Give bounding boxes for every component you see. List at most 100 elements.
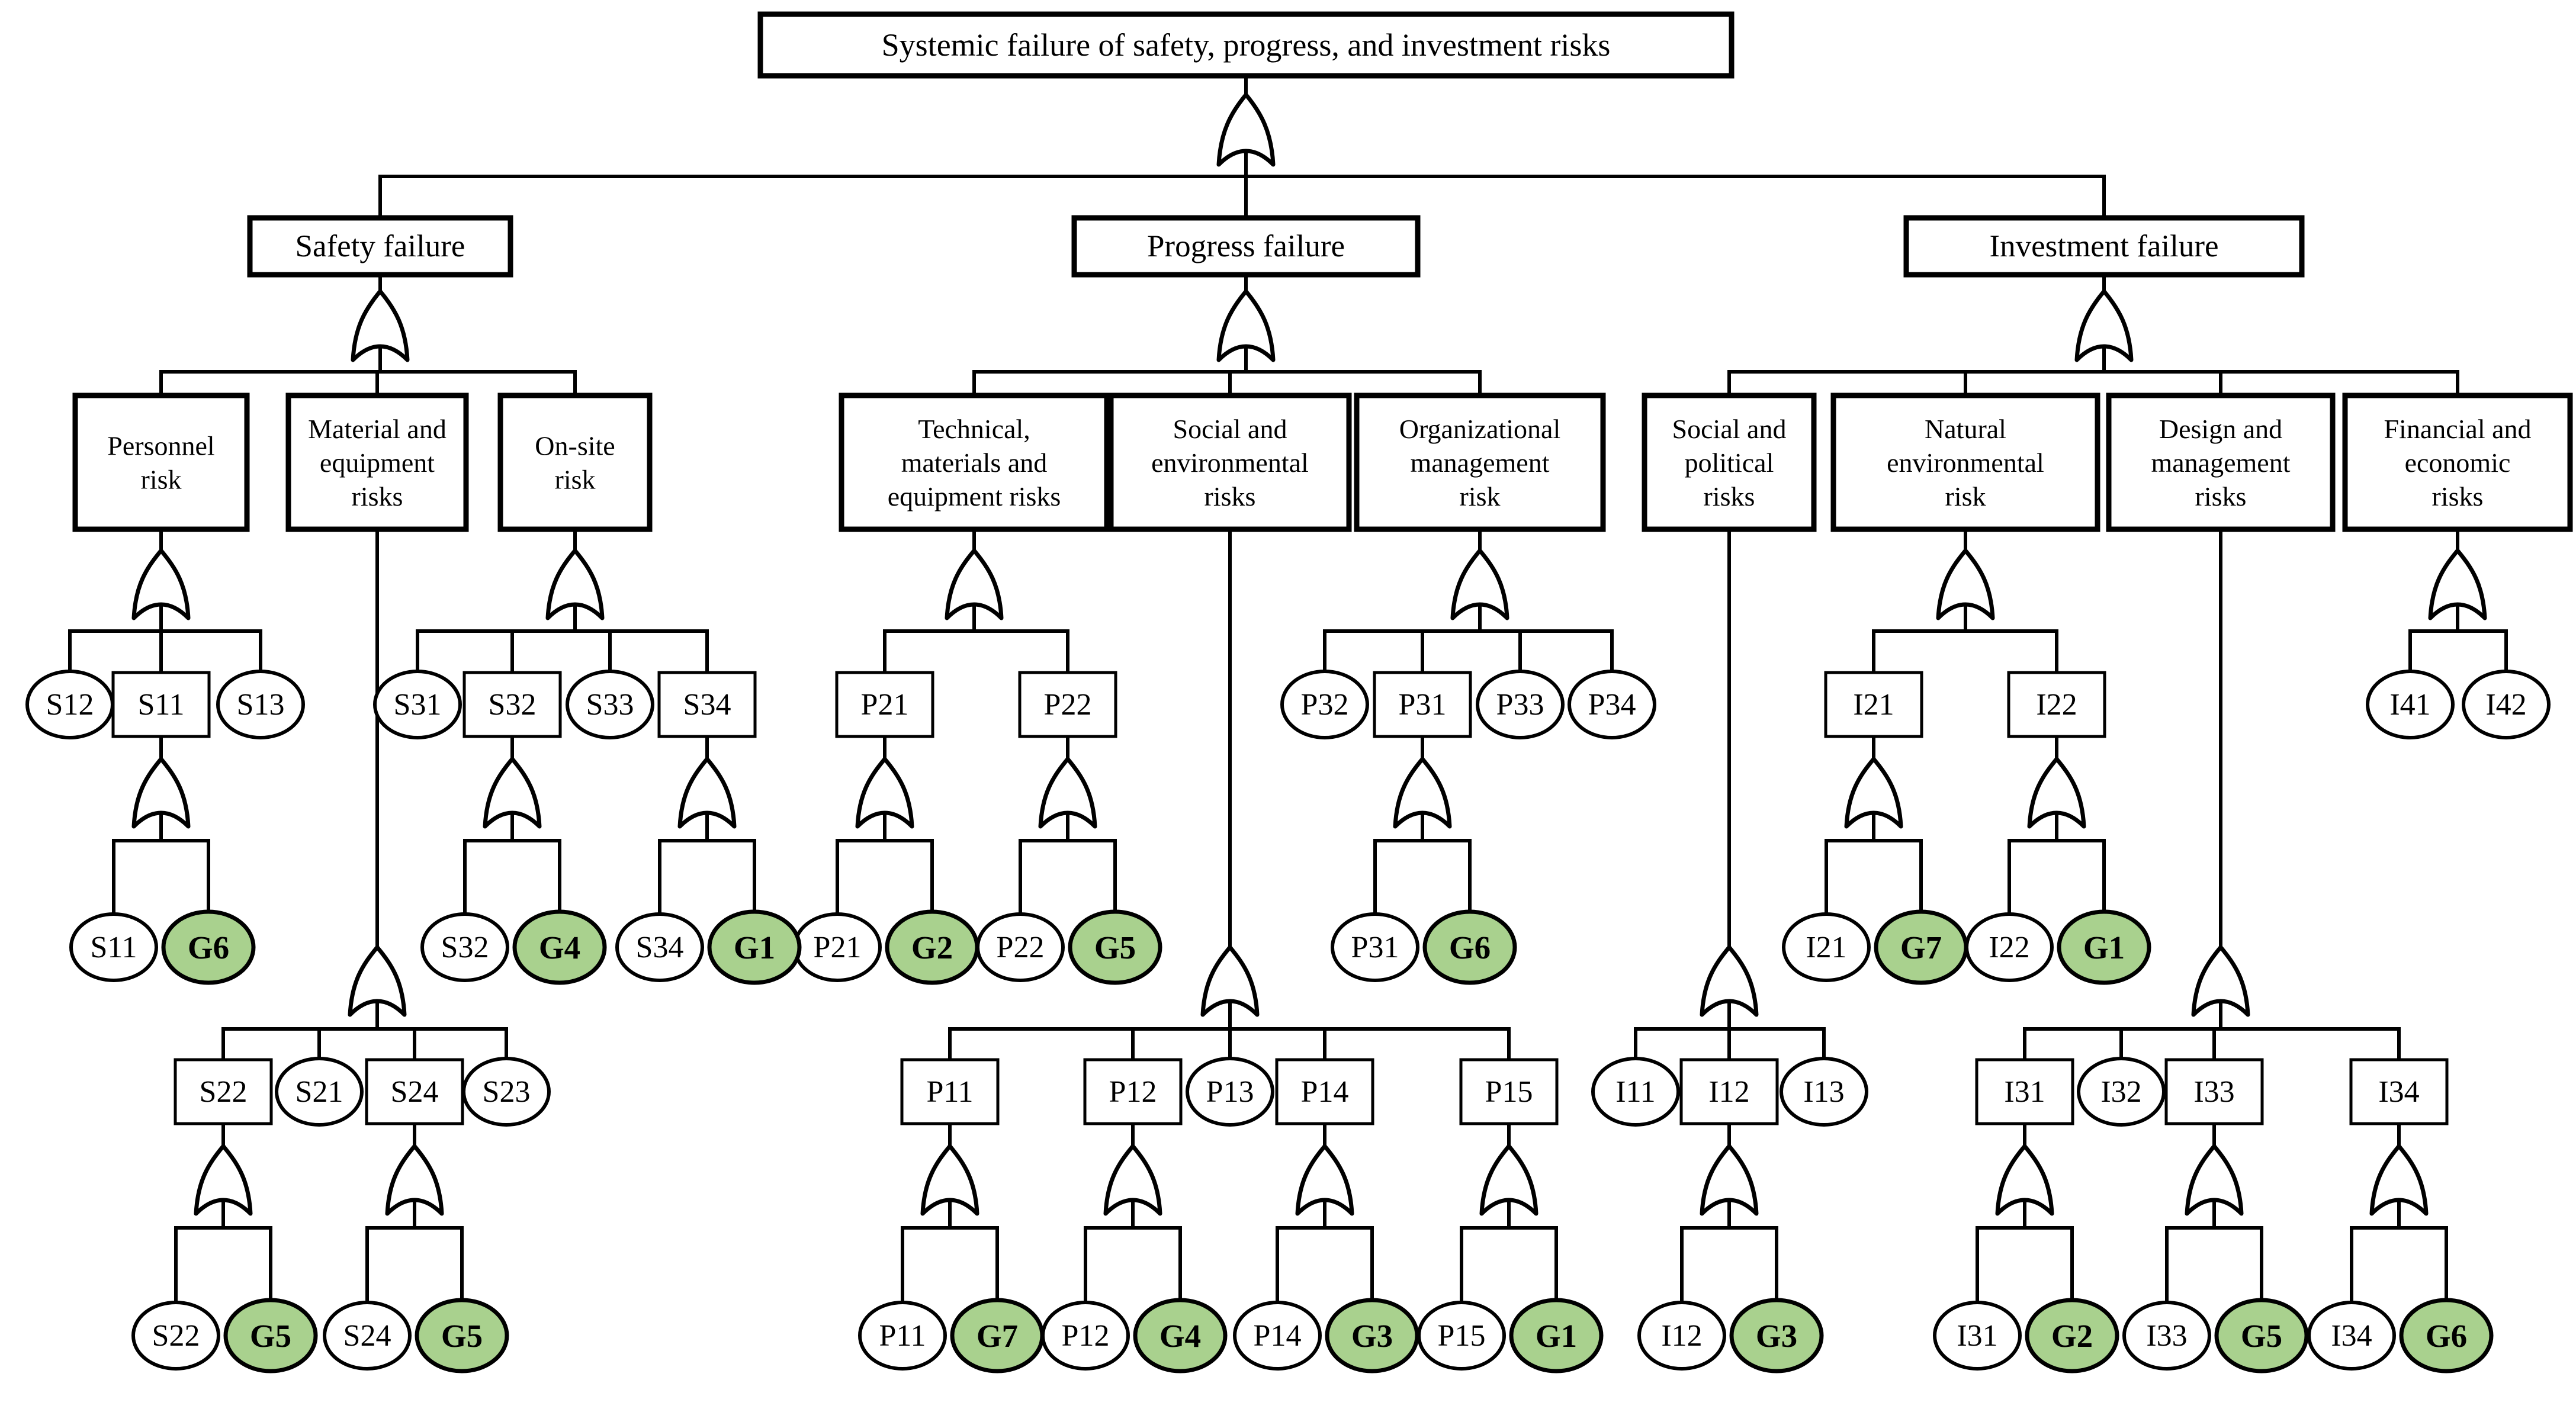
or-gate-icon (1200, 945, 1260, 1017)
node-label: I12 (1661, 1319, 1702, 1353)
node-S24b: S24 (323, 1301, 412, 1371)
node-label: P22 (1044, 688, 1092, 722)
basic-event-shape (1933, 1301, 2022, 1371)
basic-event-shape (25, 670, 114, 739)
node-investment: Investment failure (1903, 215, 2305, 278)
basic-event-shape (1637, 1301, 1726, 1371)
event-box-shape (111, 671, 211, 738)
node-label: G4 (1159, 1318, 1201, 1354)
or-gate-icon (348, 945, 407, 1017)
event-box-shape (2007, 671, 2106, 738)
event-box-shape (657, 671, 757, 738)
node-label: G5 (250, 1318, 291, 1354)
event-box-shape (900, 1058, 1000, 1125)
or-gate-icon (545, 548, 605, 620)
event-box-shape (1071, 215, 1421, 278)
event-box-shape (247, 215, 513, 278)
node-label: I33 (2146, 1319, 2187, 1353)
node-I33t: I33 (2164, 1058, 2264, 1125)
node-P31t: P31 (1373, 671, 1472, 738)
event-box-shape (757, 11, 1735, 79)
node-I21b: I21 (1782, 912, 1871, 982)
node-S23: S23 (462, 1057, 551, 1127)
event-box-shape (1903, 215, 2305, 278)
or-gate-icon (2185, 1144, 2244, 1216)
node-S34b: S34 (615, 912, 704, 982)
node-G6a: G6 (161, 909, 256, 985)
node-label: S32 (441, 931, 489, 964)
node-P22b: P22 (976, 912, 1065, 982)
node-P14b: P14 (1233, 1301, 1322, 1371)
event-box-shape (1824, 671, 1923, 738)
basic-event-shape (1568, 670, 1656, 739)
node-I13: I13 (1780, 1057, 1868, 1127)
gate-event-shape (161, 909, 256, 985)
node-I41: I41 (2366, 670, 2455, 739)
gate-event-shape (2214, 1298, 2309, 1373)
gate-event-shape (2025, 1298, 2119, 1373)
node-label: Investment failure (1989, 229, 2218, 263)
node-label: P15 (1438, 1319, 1486, 1353)
node-P33: P33 (1476, 670, 1565, 739)
node-label: S24 (343, 1319, 391, 1353)
event-box-shape (1830, 393, 2100, 532)
node-S32b: S32 (420, 912, 509, 982)
event-box-shape (2342, 393, 2573, 532)
node-label: P31 (1351, 931, 1399, 964)
node-label: I34 (2331, 1319, 2372, 1353)
node-top: Systemic failure of safety, progress, an… (757, 11, 1735, 79)
node-S31: S31 (373, 670, 462, 739)
node-label: I32 (2100, 1075, 2141, 1109)
node-label: P12 (1062, 1319, 1110, 1353)
node-G3b: G3 (1729, 1298, 1824, 1373)
event-box-shape (835, 671, 934, 738)
node-G3a: G3 (1325, 1298, 1419, 1373)
node-label: S22 (200, 1075, 248, 1109)
basic-event-shape (2462, 670, 2551, 739)
node-S12: S12 (25, 670, 114, 739)
basic-event-shape (858, 1301, 947, 1371)
node-G7a: G7 (1874, 909, 1968, 985)
or-gate-icon (1216, 92, 1276, 167)
gate-event-shape (1729, 1298, 1824, 1373)
node-G1b: G1 (2057, 909, 2151, 985)
or-gate-icon (855, 757, 914, 829)
gate-event-shape (1422, 909, 1517, 985)
or-gate-icon (131, 548, 191, 620)
node-label: I12 (1708, 1075, 1749, 1109)
node-label: I22 (2036, 688, 2077, 722)
node-G4b: G4 (1133, 1298, 1228, 1373)
node-label: Safety failure (295, 229, 465, 263)
node-P21t: P21 (835, 671, 934, 738)
node-label: S22 (152, 1319, 200, 1353)
node-label: P11 (879, 1319, 926, 1353)
node-P11t: P11 (900, 1058, 1000, 1125)
gate-event-shape (1509, 1298, 1604, 1373)
basic-event-shape (275, 1057, 364, 1127)
or-gate-icon (131, 757, 191, 829)
node-label: I31 (1957, 1319, 1997, 1353)
node-P11b: P11 (858, 1301, 947, 1371)
node-G5c: G5 (2214, 1298, 2309, 1373)
node-label: G3 (1756, 1318, 1797, 1354)
node-P13: P13 (1186, 1057, 1274, 1127)
node-label: P21 (861, 688, 909, 722)
node-I42: I42 (2462, 670, 2551, 739)
node-label: G2 (911, 929, 953, 966)
node-I12t: I12 (1679, 1058, 1779, 1125)
gate-event-shape (1133, 1298, 1228, 1373)
basic-event-shape (2122, 1301, 2211, 1371)
node-label: S34 (636, 931, 684, 964)
gate-event-shape (415, 1298, 509, 1373)
basic-event-shape (1780, 1057, 1868, 1127)
node-label: Systemic failure of safety, progress, an… (882, 27, 1611, 63)
or-gate-icon (945, 548, 1004, 620)
basic-event-shape (1186, 1057, 1274, 1127)
node-P14t: P14 (1275, 1058, 1374, 1125)
